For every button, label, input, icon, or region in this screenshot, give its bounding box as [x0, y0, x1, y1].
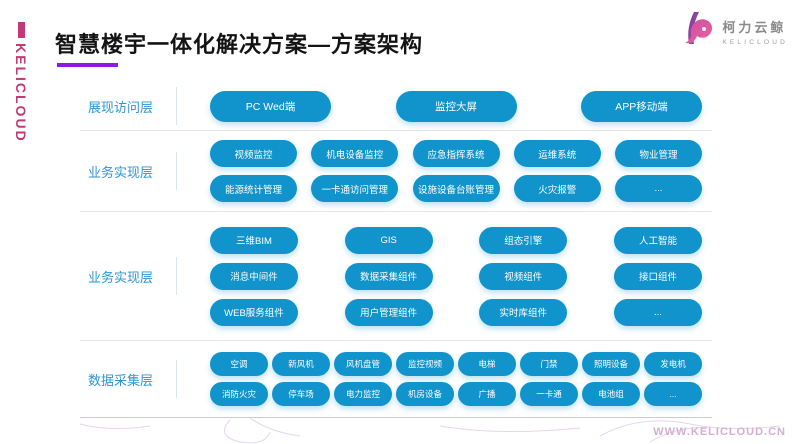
pill: 门禁 — [520, 352, 578, 376]
pill: 消息中间件 — [210, 262, 298, 290]
pill: 用户管理组件 — [344, 298, 433, 326]
pill: 消防火灾 — [210, 382, 268, 406]
label-divider — [176, 152, 177, 190]
pill: 电梯 — [458, 352, 516, 376]
pill: 新风机 — [272, 352, 330, 376]
pill: 视频监控 — [210, 140, 297, 167]
pill: ... — [613, 298, 702, 326]
pill: 电力监控 — [334, 382, 392, 406]
pill: 广播 — [458, 382, 516, 406]
logo-texts: 柯力云鲸 KELICLOUD — [722, 17, 788, 46]
pill: 空调 — [210, 352, 268, 376]
footer-url: WWW.KELICLOUD.CN — [653, 426, 786, 438]
label-divider — [176, 257, 177, 295]
logo-title: 柯力云鲸 — [722, 20, 787, 35]
pill: 设施设备台账管理 — [412, 175, 500, 202]
pill: 监控大屏 — [395, 90, 517, 122]
layer-pills: PC Wed端 监控大屏 APP移动端 — [210, 90, 702, 122]
pill: 三维BIM — [210, 226, 298, 254]
label-divider — [176, 87, 177, 125]
label-divider — [176, 360, 177, 398]
layer-label: 业务实现层 — [88, 164, 154, 180]
layer-section-1: 业务实现层 视频监控机电设备监控应急指挥系统运维系统物业管理能源统计管理一卡通访… — [80, 131, 712, 212]
title-underline — [57, 63, 118, 67]
pill: 接口组件 — [613, 262, 702, 290]
layer-section-0: 展现访问层 PC Wed端 监控大屏 APP移动端 — [80, 82, 712, 131]
pill: 视频组件 — [479, 262, 568, 290]
layer-section-3: 数据采集层 空调新风机风机盘管监控视频电梯门禁照明设备发电机消防火灾停车场电力监… — [80, 341, 712, 418]
pill: GIS — [344, 226, 433, 254]
pill: 风机盘管 — [334, 352, 392, 376]
layer-section-2: 业务实现层 三维BIM GIS 组态引擎 人工智能消息中间件 数据采集组件 视频组件 接口组… — [80, 212, 712, 341]
pill: PC Wed端 — [210, 90, 331, 122]
pill: 实时库组件 — [479, 298, 568, 326]
pill: ... — [615, 175, 702, 202]
page-title: 智慧楼宇一体化解决方案—方案架构 — [55, 32, 424, 57]
brand-vertical-text: KELICLOUD — [13, 43, 29, 143]
layers: 展现访问层 PC Wed端 监控大屏 APP移动端 业务实现层 视频监控机电设备监控… — [80, 82, 712, 418]
company-logo: 柯力云鲸 KELICLOUD — [681, 10, 788, 53]
layer-pills: 视频监控机电设备监控应急指挥系统运维系统物业管理能源统计管理一卡通访问管理设施设… — [210, 140, 702, 202]
pill: 组态引擎 — [479, 226, 568, 254]
pill: 人工智能 — [613, 226, 702, 254]
pill: WEB服务组件 — [210, 298, 298, 326]
pill: 火灾报警 — [513, 175, 601, 202]
pill: 照明设备 — [582, 352, 640, 376]
pill: 停车场 — [272, 382, 330, 406]
pill: 一卡通 — [520, 382, 578, 406]
pill: ... — [644, 382, 702, 406]
brand-bar-icon — [17, 22, 25, 38]
pill: 机电设备监控 — [311, 140, 399, 167]
pill: 数据采集组件 — [344, 262, 433, 290]
pill: 发电机 — [644, 352, 702, 376]
pill: 监控视频 — [396, 352, 454, 376]
pill: 机房设备 — [396, 382, 454, 406]
logo-subtitle: KELICLOUD — [722, 39, 788, 46]
sidebar-brand: KELICLOUD — [13, 22, 29, 143]
pill: 能源统计管理 — [210, 175, 297, 202]
pill: 运维系统 — [513, 140, 601, 167]
layer-label: 业务实现层 — [88, 269, 154, 285]
pill: 物业管理 — [615, 140, 702, 167]
pill: APP移动端 — [581, 90, 702, 122]
pill: 一卡通访问管理 — [311, 175, 399, 202]
whale-logo-icon — [681, 10, 715, 53]
pill: 电池组 — [582, 382, 640, 406]
layer-label: 展现访问层 — [88, 99, 154, 115]
layer-pills: 空调新风机风机盘管监控视频电梯门禁照明设备发电机消防火灾停车场电力监控机房设备广… — [210, 352, 702, 406]
layer-pills: 三维BIM GIS 组态引擎 人工智能消息中间件 数据采集组件 视频组件 接口组件 WEB服务… — [210, 226, 702, 326]
pill: 应急指挥系统 — [412, 140, 500, 167]
layer-label: 数据采集层 — [88, 372, 154, 388]
